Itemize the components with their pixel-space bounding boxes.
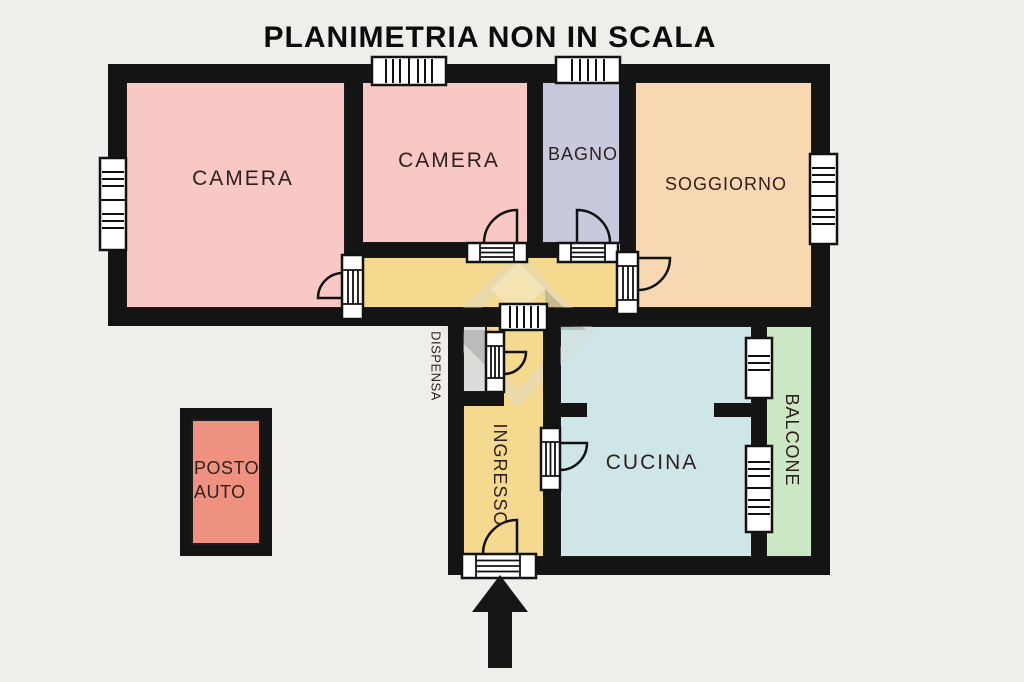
wall-ingresso-cucina-lower — [543, 490, 560, 557]
wall-bottom-left-block — [108, 308, 502, 326]
wall-cucina-balcone-a — [752, 326, 766, 338]
entrance-door-icon — [460, 518, 538, 580]
room-cucina-floor — [559, 325, 753, 558]
cucina-label: CUCINA — [606, 451, 699, 474]
room-balcone-floor — [765, 325, 813, 558]
camera2-window-icon — [370, 55, 448, 87]
soggiorno-window-icon — [808, 152, 839, 246]
wall-camera1-camera2 — [345, 64, 363, 257]
wall-outer-bottom — [448, 557, 830, 575]
wall-camera2-bagno — [528, 64, 542, 257]
windows — [98, 55, 839, 534]
wall-dispensa-bottom — [448, 392, 504, 406]
cucina-balcone-window-upper-icon — [744, 336, 774, 400]
camera-1-label: CAMERA — [192, 167, 294, 190]
ingresso-label: INGRESSO — [490, 423, 510, 526]
wall-mid-horizontal — [543, 308, 830, 326]
room-camera-1-floor — [125, 81, 346, 309]
camera1-door-icon — [316, 253, 365, 321]
soggiorno-door-icon — [615, 250, 672, 316]
wall-corridor-top-a — [363, 243, 467, 257]
plan-title: PLANIMETRIA NON IN SCALA — [264, 21, 717, 54]
ingresso-transom-window-icon — [498, 302, 549, 332]
wall-stub-cucina-left — [560, 403, 587, 417]
wall-cucina-balcone-b — [752, 398, 766, 446]
bagno-label: BAGNO — [548, 144, 618, 164]
entrance-arrow-icon — [472, 575, 528, 668]
wall-outer-top — [108, 64, 830, 82]
bagno-window-icon — [554, 55, 622, 85]
wall-corridor-top-b — [527, 243, 558, 257]
doors — [316, 208, 672, 580]
dispensa-door-icon — [484, 330, 528, 394]
posto-auto-floor — [191, 419, 261, 545]
room-bagno-floor — [541, 81, 621, 244]
cucina-door-icon — [539, 426, 589, 492]
wall-stub-cucina-right — [714, 403, 752, 417]
camera-2-label: CAMERA — [398, 149, 500, 172]
room-floors — [125, 81, 813, 558]
room-labels: CAMERA CAMERA BAGNO SOGGIORNO CUCINA ING… — [192, 144, 802, 527]
posto-auto-label-line2: AUTO — [194, 482, 246, 502]
wall-bagno-soggiorno — [620, 64, 635, 257]
posto-auto-label-line1: POSTO — [194, 458, 259, 478]
wall-ingresso-cucina-upper — [543, 326, 560, 428]
soggiorno-label: SOGGIORNO — [665, 174, 787, 194]
balcone-label: BALCONE — [782, 393, 802, 486]
wall-cucina-balcone-c — [752, 532, 766, 557]
cucina-balcone-window-lower-icon — [744, 444, 774, 534]
dispensa-label: DISPENSA — [429, 331, 444, 401]
camera2-door-icon — [465, 208, 529, 264]
camera1-window-icon — [98, 156, 128, 252]
room-soggiorno-floor — [634, 81, 813, 309]
wall-lower-left — [448, 308, 463, 575]
